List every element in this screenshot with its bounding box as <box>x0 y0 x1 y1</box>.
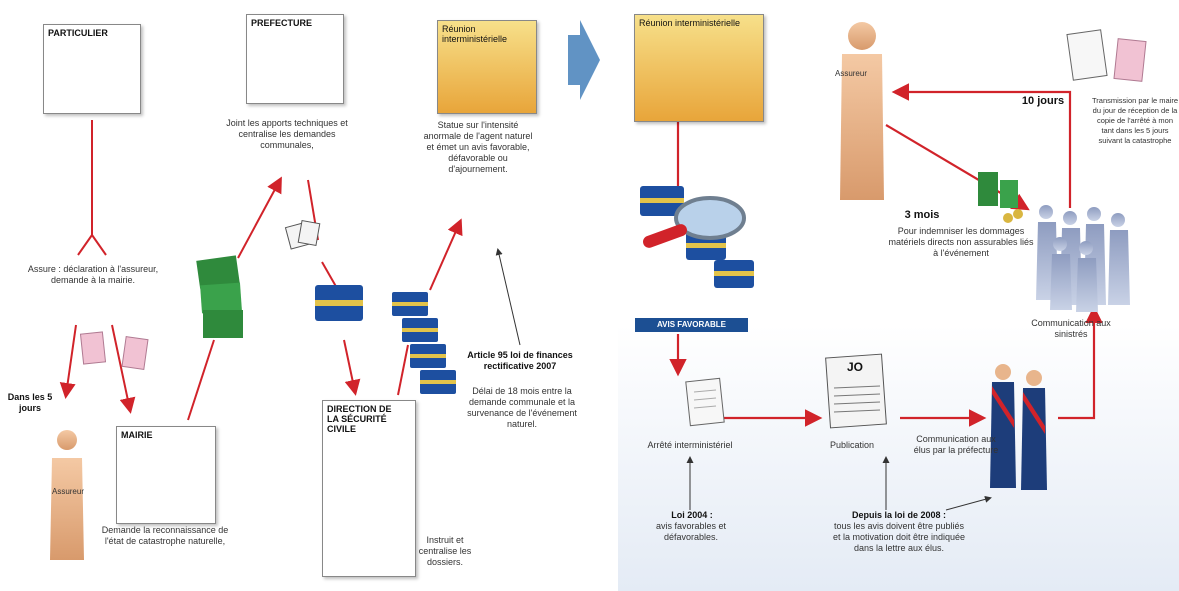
magnifier-folders-icon <box>640 186 754 288</box>
trois-mois-label: 3 mois <box>904 209 940 221</box>
dans-les-5-jours: Dans les 5 jours <box>7 392 53 413</box>
article-95-text: Délai de 18 mois entre la demande commun… <box>467 386 577 429</box>
arrete-document-icon <box>685 377 725 427</box>
arrow-to-dsc <box>343 339 361 396</box>
assureur-person-icon <box>50 430 84 560</box>
publication-label: Publication <box>829 440 875 450</box>
right-panel: Réunion interministérielle AVIS FAVORABL… <box>618 0 1179 591</box>
communication-sinistres-text: Communication aux sinistrés <box>1031 318 1111 339</box>
journal-officiel-icon <box>825 353 887 429</box>
arrow-mairie-to-folders <box>187 339 215 421</box>
dix-jours-text: Transmission par le maire du jour de réc… <box>1092 96 1178 145</box>
assureur-label: Assureur <box>51 487 84 496</box>
particulier-label: PARTICULIER <box>48 28 108 38</box>
arrow-particulier-down <box>77 120 93 256</box>
jo-label: JO <box>846 360 863 374</box>
arrow-to-mairie <box>111 324 136 414</box>
flow-arrows <box>59 120 463 421</box>
arrow-particulier-split <box>91 234 107 256</box>
mairie-label: MAIRIE <box>121 430 153 440</box>
panel-transition-arrow <box>568 20 600 100</box>
arrow-dsc-up <box>397 344 409 396</box>
letters-icon <box>1066 29 1147 82</box>
forms-icon <box>79 331 149 370</box>
trois-mois-text: Pour indemniser les dommages matériels d… <box>888 226 1034 258</box>
arrow-prefecture-to-sinistres <box>1058 305 1103 420</box>
dsc-box: DIRECTION DE LA SÉCURITÉ CIVILE <box>322 400 416 577</box>
reunion-label: Réunion interministérielle <box>442 24 508 44</box>
dsc-text: Instruit et centralise les dossiers. <box>418 535 472 567</box>
right-assureur-label: Assureur <box>834 69 867 78</box>
assure-text: Assure : déclaration à l'assureur, deman… <box>27 264 159 285</box>
blue-folders-stack-icon <box>392 292 456 394</box>
arrow-folders-to-prefecture <box>237 176 282 259</box>
arrow-to-reunion <box>429 218 463 291</box>
loi-2004-title: Loi 2004 : <box>671 510 713 520</box>
dsc-label: DIRECTION DE LA SÉCURITÉ CIVILE <box>327 404 392 434</box>
loi-2004-text: avis favorables et défavorables. <box>655 521 727 542</box>
dix-jours-label: 10 jours <box>1021 95 1065 107</box>
right-reunion-box: Réunion interministérielle <box>634 14 764 122</box>
green-folders-icon <box>196 255 243 338</box>
arrow-sinistres-to-assureur <box>891 83 1072 208</box>
reunion-box: Réunion interministérielle <box>437 20 537 114</box>
prefets-icon <box>990 364 1047 490</box>
left-panel: PARTICULIER PREFECTURE Réunion intermini… <box>7 14 600 577</box>
right-reunion-label: Réunion interministérielle <box>639 18 741 28</box>
article-pointer-arrow <box>495 248 521 346</box>
loi-2008-title: Depuis la loi de 2008 : <box>851 510 947 520</box>
arrete-label: Arrêté interministériel <box>647 440 733 450</box>
prefecture-label: PREFECTURE <box>251 18 313 28</box>
communication-maires-text: Communication aux élus par la préfecture <box>913 434 999 455</box>
right-pointer-arrows <box>686 456 992 511</box>
arrow-to-assureur <box>59 324 77 399</box>
particulier-box: PARTICULIER <box>43 24 141 114</box>
reunion-text: Statue sur l'intensité anormale de l'age… <box>423 120 533 174</box>
sinistres-crowd-icon <box>1036 205 1130 312</box>
prefecture-text: Joint les apports techniques et centrali… <box>226 118 348 150</box>
documents-icon <box>284 220 321 250</box>
mairie-box: MAIRIE <box>116 426 216 524</box>
avis-favorable-badge: AVIS FAVORABLE <box>635 318 748 332</box>
article-95-title: Article 95 loi de finances rectificative… <box>467 350 573 371</box>
right-flow-arrows <box>669 83 1103 427</box>
blue-folder-icon <box>315 285 363 321</box>
money-icon <box>978 172 1023 223</box>
mairie-text: Demande la reconnaissance de l'état de c… <box>101 525 229 546</box>
loi-2008-text: tous les avis doivent être publiés et la… <box>832 521 966 553</box>
right-assureur-person-icon <box>840 22 884 200</box>
prefecture-box: PREFECTURE <box>246 14 344 104</box>
